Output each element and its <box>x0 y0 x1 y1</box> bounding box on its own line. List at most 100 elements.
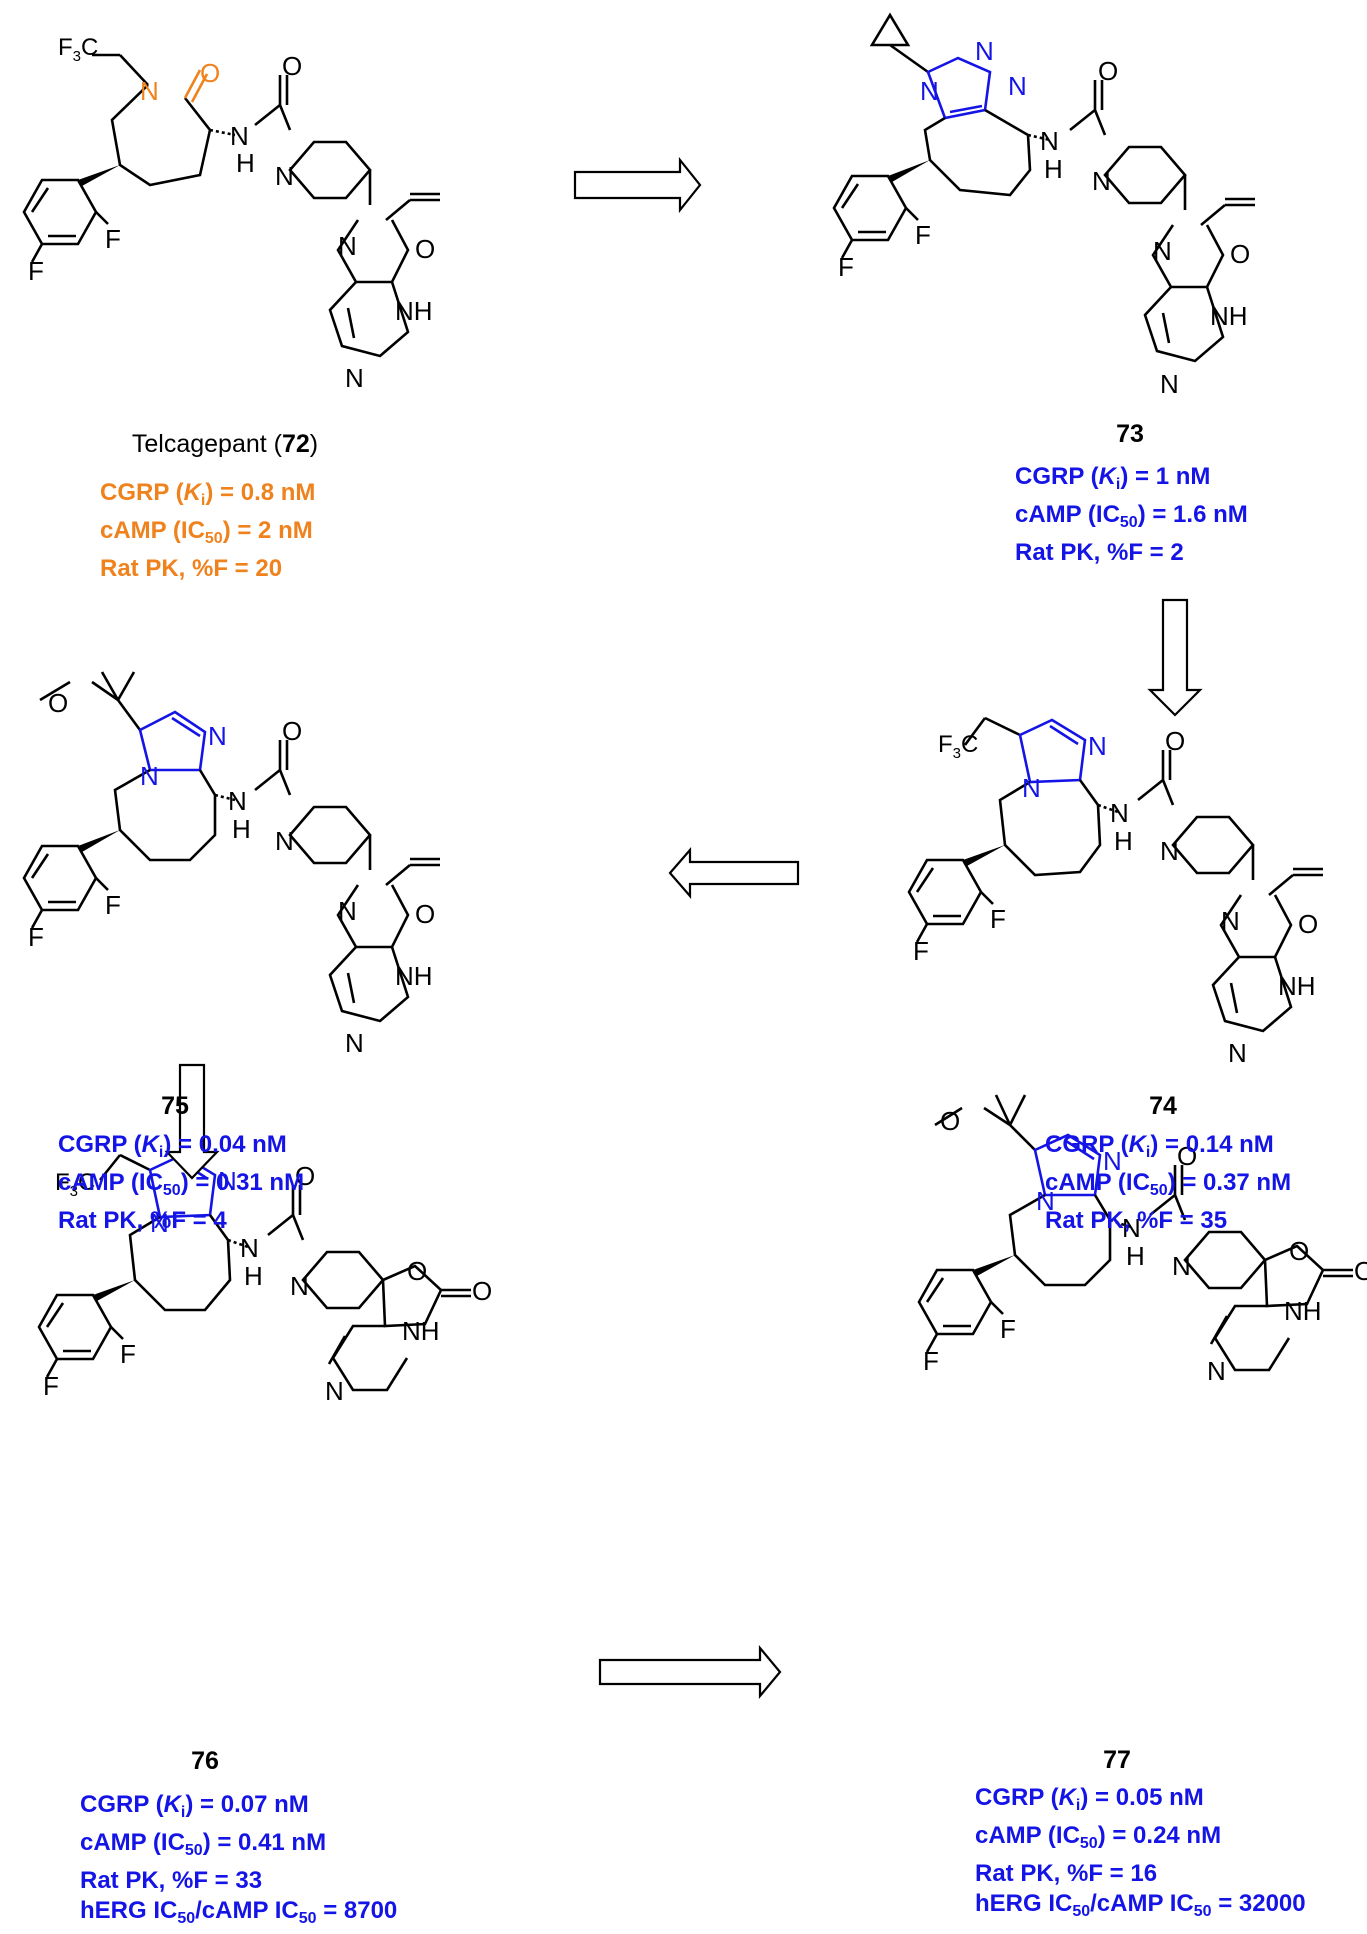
atom-o: O <box>1354 1256 1367 1286</box>
atom-n: N <box>1172 1251 1191 1281</box>
atom-o: O <box>472 1276 492 1306</box>
compound-72-label: Telcagepant (72) <box>100 430 350 459</box>
atom-n: N <box>140 761 159 791</box>
compound-name-close: ) <box>309 430 319 458</box>
compound-77-label: 77 <box>1103 1746 1131 1774</box>
atom-nh: NH <box>395 296 433 326</box>
atom-nh: NH <box>1278 971 1316 1001</box>
arrow-75-to-76 <box>164 1063 220 1180</box>
arrow-73-to-74 <box>1147 598 1203 717</box>
atom-n: N <box>1092 166 1111 196</box>
atom-n: N <box>290 1271 309 1301</box>
atom-n: N <box>1160 369 1179 399</box>
atom-o: O <box>1298 909 1318 939</box>
atom-f: F <box>43 1371 59 1401</box>
compound-number: 72 <box>281 430 310 458</box>
property-line: CGRP (Ki) = 0.05 nM <box>975 1784 1204 1814</box>
property-line: cAMP (IC50) = 0.37 nM <box>1045 1169 1292 1199</box>
compound-73-props: CGRP (Ki) = 1 nM cAMP (IC50) = 1.6 nM Rat … <box>1015 462 1248 568</box>
atom-nh: NH <box>1284 1296 1322 1326</box>
property-line: Rat PK, %F = 2 <box>1015 539 1184 566</box>
atom-n: N <box>1228 1038 1247 1068</box>
compound-76-props: CGRP (Ki) = 0.07 nM cAMP (IC50) = 0.41 nM… <box>80 1790 397 1934</box>
atom-n: N <box>1036 1186 1055 1216</box>
atom-nh: N <box>230 121 249 151</box>
atom-n: N <box>275 826 294 856</box>
compound-77-props: CGRP (Ki) = 0.05 nM cAMP (IC50) = 0.24 nM… <box>975 1783 1306 1927</box>
atom-h: H <box>244 1261 263 1291</box>
property-line: cAMP (IC50) = 0.31 nM <box>58 1169 305 1199</box>
atom-n: N <box>140 76 159 106</box>
structure-74 <box>907 716 1325 1033</box>
atom-n: N <box>1160 836 1179 866</box>
atom-f: F <box>915 220 931 250</box>
atom-o: O <box>1230 239 1250 269</box>
atom-f: F <box>120 1339 136 1369</box>
compound-76-label: 76 <box>191 1747 219 1775</box>
atom-f: F <box>1000 1314 1016 1344</box>
property-line: cAMP (IC50) = 0.41 nM <box>80 1829 327 1859</box>
atom-n: N <box>338 231 357 261</box>
atom-n: N <box>920 76 939 106</box>
atom-n: N <box>345 363 364 393</box>
compound-73-label: 73 <box>1116 420 1144 448</box>
structure-73 <box>832 12 1257 363</box>
arrow-76-to-77 <box>598 1644 782 1700</box>
atom-o: O <box>407 1256 427 1286</box>
atom-n: N <box>1008 71 1027 101</box>
atom-f3c: F3C <box>58 34 98 65</box>
atom-o: O <box>295 1161 315 1191</box>
atom-nh: N <box>1110 798 1129 828</box>
property-line: CGRP (Ki) = 0.07 nM <box>80 1791 309 1821</box>
atom-o: O <box>415 234 435 264</box>
atom-nh: NH <box>402 1316 440 1346</box>
property-line: hERG IC50/cAMP IC50 = 32000 <box>975 1890 1306 1920</box>
atom-n: N <box>975 36 994 66</box>
atom-nh: N <box>228 786 247 816</box>
atom-n: N <box>1221 906 1240 936</box>
property-line: hERG IC50/cAMP IC50 = 8700 <box>80 1897 398 1927</box>
atom-f: F <box>28 922 44 952</box>
atom-nh: N <box>240 1233 259 1263</box>
atom-n: N <box>1022 773 1041 803</box>
compound-74-label: 74 <box>1149 1092 1177 1120</box>
atom-h: H <box>1044 154 1063 184</box>
atom-nh: N <box>1122 1213 1141 1243</box>
property-line: CGRP (Ki) = 1 nM <box>1015 463 1211 493</box>
atom-n: N <box>1103 1146 1122 1176</box>
structure-72 <box>22 53 442 358</box>
property-line: cAMP (IC50) = 1.6 nM <box>1015 501 1248 531</box>
atom-f3c: F3C <box>938 731 978 762</box>
property-line: Rat PK, %F = 20 <box>100 555 283 582</box>
atom-f: F <box>105 890 121 920</box>
atom-nh: NH <box>395 961 433 991</box>
atom-n: N <box>1153 236 1172 266</box>
atom-h: H <box>1114 826 1133 856</box>
atom-o: O <box>48 688 68 718</box>
atom-f: F <box>923 1346 939 1376</box>
property-line: cAMP (IC50) = 0.24 nM <box>975 1822 1222 1852</box>
arrow-74-to-75 <box>668 847 800 899</box>
atom-o: O <box>200 58 220 88</box>
atom-n: N <box>218 1166 237 1196</box>
atom-h: H <box>232 814 251 844</box>
atom-o: O <box>282 716 302 746</box>
property-line: Rat PK, %F = 33 <box>80 1867 263 1894</box>
atom-f: F <box>28 256 44 286</box>
atom-n: N <box>208 721 227 751</box>
atom-n: N <box>1207 1356 1226 1386</box>
atom-f: F <box>990 904 1006 934</box>
atom-o: O <box>1098 56 1118 86</box>
property-line: Rat PK, %F = 35 <box>1045 1207 1228 1234</box>
property-line: Rat PK, %F = 4 <box>58 1207 227 1234</box>
atom-o: O <box>1289 1236 1309 1266</box>
property-line: Rat PK, %F = 16 <box>975 1860 1158 1887</box>
structure-77 <box>917 1094 1355 1372</box>
compound-75-label: 75 <box>161 1092 189 1120</box>
atom-f: F <box>913 936 929 966</box>
property-line: CGRP (Ki) = 0.14 nM <box>1045 1131 1274 1161</box>
atom-o: O <box>282 51 302 81</box>
